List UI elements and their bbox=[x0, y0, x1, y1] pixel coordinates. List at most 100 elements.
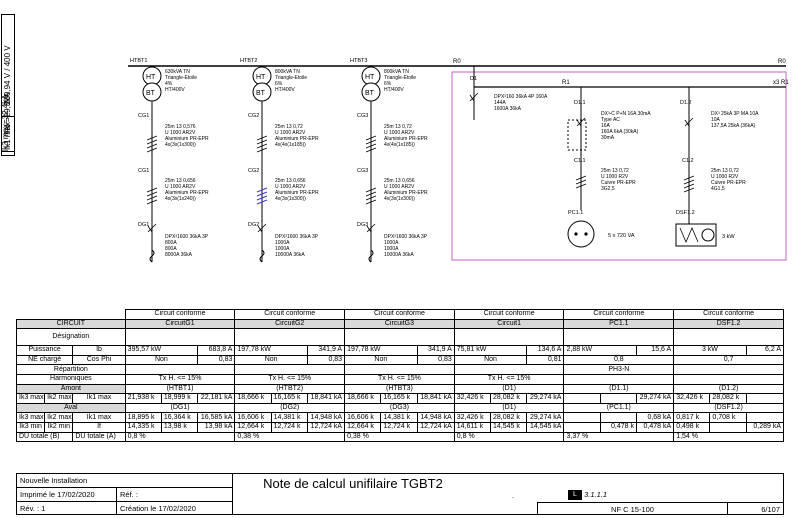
cable2-id: CG2 bbox=[248, 168, 259, 174]
d11-spec: 160A 6kA (30kA) bbox=[601, 129, 639, 135]
distribution-zone bbox=[451, 71, 787, 261]
circuit-name: CircuitG2 bbox=[234, 318, 346, 330]
cable-text: 25m 13 0,656 bbox=[165, 178, 196, 184]
value-cell: 14,611 k bbox=[453, 421, 492, 433]
value-cell bbox=[709, 421, 747, 433]
value-cell: 341,9 A bbox=[416, 345, 455, 356]
spec: 800kVA TN bbox=[384, 69, 409, 75]
cable-text: U 1000 AR2V bbox=[165, 184, 196, 190]
heater-zigzag-icon bbox=[679, 226, 699, 244]
breaker-coil bbox=[259, 249, 265, 263]
value-cell: 0,83 bbox=[306, 354, 346, 366]
value-cell: 14,545 kA bbox=[526, 421, 565, 433]
htbt3-id: HTBT3 bbox=[350, 58, 367, 64]
value-cell: 32,426 k bbox=[673, 393, 711, 404]
value-cell bbox=[745, 412, 785, 423]
page-number: 6/107 bbox=[727, 502, 783, 515]
value-cell: 29,274 kA bbox=[526, 412, 565, 423]
creation-cell: Création le 17/02/2020 bbox=[117, 502, 233, 515]
cable-text: 4x(3x(1x300)) bbox=[275, 196, 306, 202]
aval-id: (D1) bbox=[453, 402, 565, 414]
value-cell: 683,8 A bbox=[197, 345, 236, 356]
repartition-value: PH3-N bbox=[563, 364, 675, 375]
ik1max-label: Ik1 max bbox=[72, 412, 126, 423]
cable2-id: CG3 bbox=[357, 168, 368, 174]
amont-id: (D1.2) bbox=[673, 383, 784, 395]
breaker-text: 1000A bbox=[275, 240, 290, 246]
breaker-text: 800A bbox=[165, 240, 177, 246]
value-cell: 18,666 k bbox=[344, 393, 382, 404]
value-cell bbox=[599, 412, 637, 423]
value-cell: 0,478 kA bbox=[635, 421, 675, 433]
cable2-id: CG1 bbox=[138, 168, 149, 174]
cable-text: Aluminium PR-EPR bbox=[384, 136, 428, 142]
value-cell: Tx H. <= 15% bbox=[344, 373, 455, 385]
installation-cell: Nouvelle Installation bbox=[17, 474, 233, 488]
cable-text: U 1000 AR2V bbox=[384, 130, 415, 136]
du-value: 1,54 % bbox=[673, 431, 784, 443]
value-cell: 13,98 k bbox=[160, 421, 199, 433]
value-cell: 16,606 k bbox=[344, 412, 382, 423]
value-cell: 28,082 k bbox=[709, 393, 747, 404]
side-info-box: 230,94 V / 400 V Ik1 max=29,3kA bbox=[1, 14, 15, 152]
du-value: 3,37 % bbox=[563, 431, 675, 443]
breaker-text: 10000A 36kA bbox=[275, 252, 305, 258]
breaker-text: 10000A 36kA bbox=[384, 252, 414, 258]
busbar-r0-right-label: R0 bbox=[778, 59, 786, 65]
feeder-d12: D1.2 DX³ 25kA 3P MA 10A 10A 137,5A 25kA … bbox=[675, 87, 759, 247]
socket-icon bbox=[567, 220, 595, 248]
value-cell: 0,83 bbox=[416, 354, 455, 366]
value-cell: 13,98 kA bbox=[197, 421, 236, 433]
value-cell: 18,841 kA bbox=[416, 393, 455, 404]
ik2min-label: Ik2 min bbox=[44, 421, 74, 433]
value-cell: 75,81 kW bbox=[453, 345, 528, 356]
norm-cell: NF C 15-100 bbox=[537, 502, 727, 515]
column-htbt1: HTBT1 HT BT 630kVA TN Triangle-Etoile 4%… bbox=[130, 58, 209, 263]
value-cell: 197,78 kW bbox=[234, 345, 308, 356]
c11-spec: U 1000 R2V bbox=[601, 174, 629, 180]
d11-spec: 16A bbox=[601, 123, 611, 129]
spec: Triangle-Etoile bbox=[165, 75, 197, 81]
feeder-d1: D1 DPX³160 36kA 4P 160A 144A 1600A 36kA bbox=[469, 66, 548, 120]
cable1-id: CG3 bbox=[357, 113, 368, 119]
value-cell: 0,8 bbox=[563, 354, 675, 366]
circuit-name: CircuitG1 bbox=[124, 318, 236, 330]
cable-text: Aluminium PR-EPR bbox=[384, 190, 428, 196]
du-value: 0,38 % bbox=[234, 431, 346, 443]
value-cell: 197,78 kW bbox=[344, 345, 418, 356]
c11-id: C1.1 bbox=[574, 158, 586, 164]
value-cell: 32,426 k bbox=[453, 412, 492, 423]
value-cell: 12,724 k bbox=[270, 421, 308, 433]
spec: 6% bbox=[384, 81, 392, 87]
d11-spec: DX³-C P+N 16A 30mA bbox=[601, 111, 651, 117]
spec: 6% bbox=[275, 81, 283, 87]
value-cell bbox=[563, 393, 601, 404]
value-cell: 16,585 kA bbox=[197, 412, 236, 423]
breaker-coil bbox=[368, 249, 374, 263]
dsf12-spec: 3 kW bbox=[722, 234, 735, 240]
ik3min-label: Ik3 min bbox=[15, 421, 46, 433]
column-htbt2: HTBT2 HT BT 800kVA TN Triangle-Etoile 6%… bbox=[240, 58, 319, 263]
status-cell: Circuit conforme bbox=[563, 309, 675, 320]
status-cell: Circuit conforme bbox=[234, 309, 346, 320]
logo-icon: L bbox=[568, 490, 582, 501]
value-cell: 0,498 k bbox=[673, 421, 711, 433]
amont-id: (D1) bbox=[453, 383, 565, 395]
htbt2-id: HTBT2 bbox=[240, 58, 257, 64]
amont-id: (HTBT1) bbox=[124, 383, 236, 395]
busbar-r1-right-label: x3 R1 bbox=[773, 80, 789, 86]
value-cell: Tx H. <= 15% bbox=[234, 373, 346, 385]
d11-diff-box bbox=[567, 119, 587, 151]
value-cell: 6,2 A bbox=[745, 345, 785, 356]
d11-spec: 30mA bbox=[601, 135, 615, 141]
d12-id: D1.2 bbox=[680, 100, 692, 106]
circuit-label: CIRCUIT bbox=[16, 318, 126, 330]
aval-label: Aval bbox=[16, 402, 126, 414]
value-cell: Non bbox=[344, 354, 418, 366]
breaker-text: DPX³1600 36kA 3P bbox=[165, 234, 209, 240]
bt-label: BT bbox=[256, 90, 266, 97]
document-title: Note de calcul unifilaire TGBT2 bbox=[263, 476, 443, 491]
ik2max-label: Ik2 max bbox=[44, 393, 74, 404]
c12-hatch bbox=[683, 175, 695, 193]
value-cell: 18,999 k bbox=[160, 393, 199, 404]
